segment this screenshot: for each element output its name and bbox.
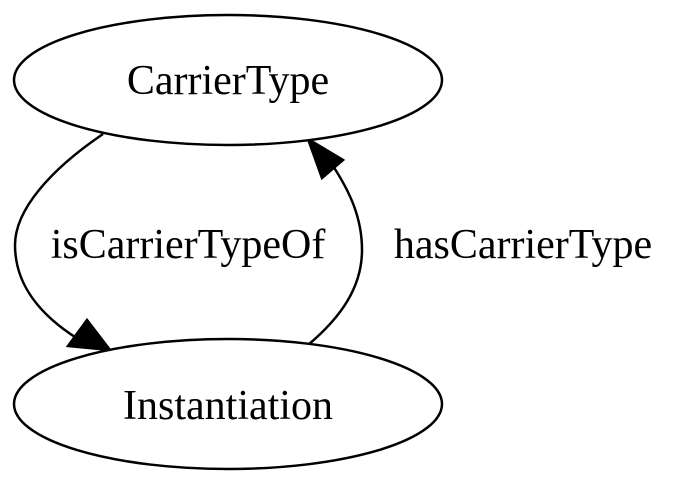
node-carrier-type-ellipse (12, 13, 444, 147)
node-carrier-type[interactable]: CarrierType (12, 13, 444, 147)
edge-has-carrier-type-label: hasCarrierType (394, 222, 652, 268)
edge-is-carrier-type-of-arrowhead (65, 317, 113, 352)
node-instantiation-ellipse (12, 337, 444, 471)
edge-has-carrier-type: hasCarrierType (305, 136, 652, 346)
edge-is-carrier-type-of-label: isCarrierTypeOf (51, 222, 326, 268)
edge-has-carrier-type-arrowhead (305, 136, 346, 181)
node-instantiation-label: Instantiation (123, 383, 333, 429)
node-instantiation[interactable]: Instantiation (12, 337, 444, 471)
edge-is-carrier-type-of-line (13, 132, 104, 341)
edge-has-carrier-type-line (307, 165, 364, 346)
node-carrier-type-label: CarrierType (127, 58, 329, 104)
edge-is-carrier-type-of: isCarrierTypeOf (13, 132, 326, 352)
